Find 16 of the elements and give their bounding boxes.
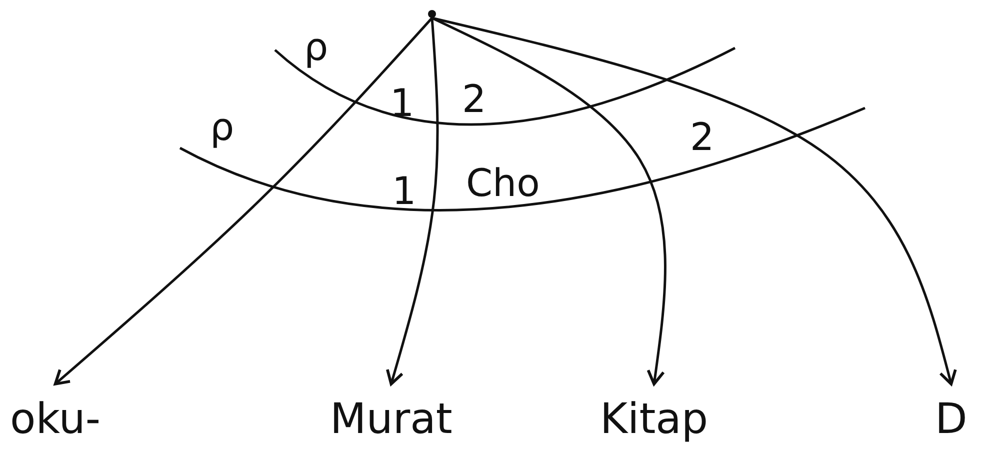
word-label: D — [935, 398, 968, 440]
arc-label: Cho — [466, 164, 540, 202]
word-label: Murat — [330, 398, 452, 440]
arc-label: 1 — [390, 84, 414, 122]
junction-dot — [428, 10, 436, 18]
arrow — [432, 16, 957, 386]
arc-label: ρ — [304, 28, 328, 66]
arc-label: ρ — [210, 108, 234, 146]
arrow — [386, 18, 439, 386]
arrow — [54, 17, 433, 386]
word-label: oku- — [10, 398, 101, 440]
arc-label: 1 — [392, 172, 416, 210]
arc-label: 2 — [462, 80, 486, 118]
word-label: Kitap — [600, 398, 708, 440]
arc-label: 2 — [690, 118, 714, 156]
arrow — [431, 16, 666, 386]
